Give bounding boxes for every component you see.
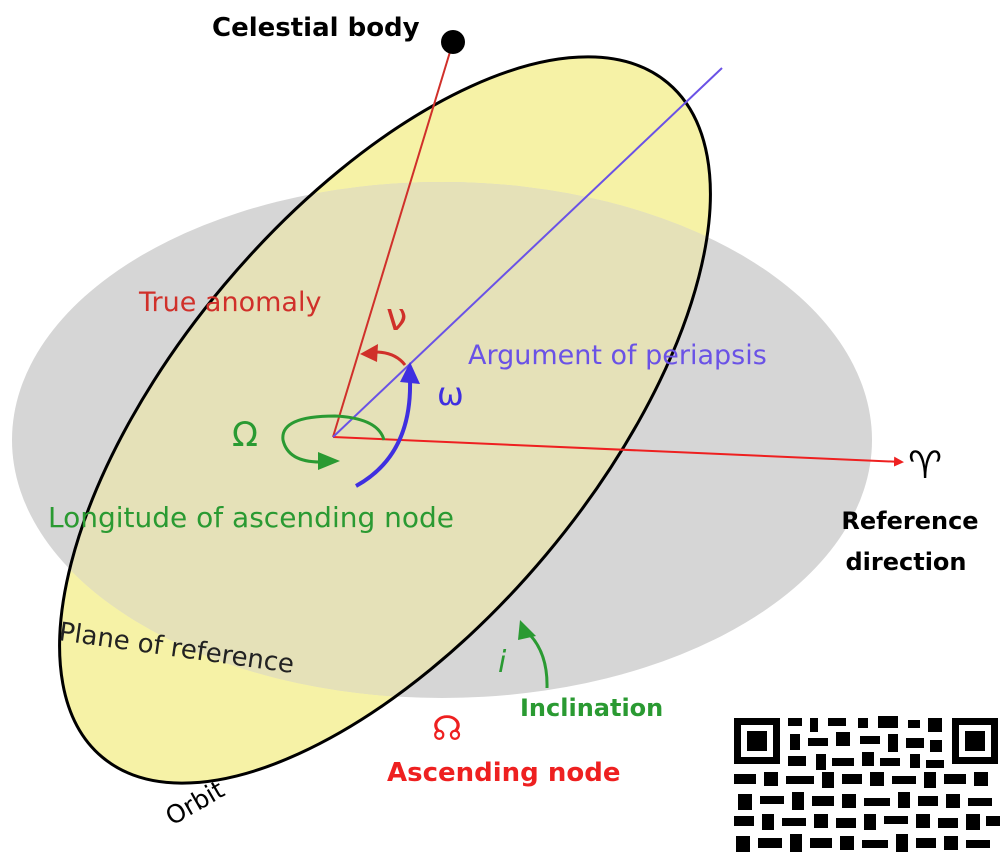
- inclination-symbol: i: [498, 645, 507, 680]
- longitude-ascending-node-arc: [281, 414, 386, 464]
- longitude-ascending-node-label: Longitude of ascending node: [48, 501, 454, 534]
- reference-direction-line: [332, 436, 904, 467]
- omega-symbol: ω: [437, 375, 464, 413]
- orbit-plane-overlap: [59, 182, 711, 698]
- ascending-node-label: Ascending node: [387, 758, 620, 788]
- inclination-label: Inclination: [520, 694, 663, 722]
- inclination-arrowhead: [518, 620, 536, 640]
- reference-direction-label-2: direction: [845, 548, 966, 576]
- celestial-body-dot: [441, 30, 465, 54]
- argument-of-periapsis-label: Argument of periapsis: [468, 340, 767, 371]
- ascending-node-symbol: ☊: [432, 709, 462, 749]
- true-anomaly-arc: [374, 350, 407, 366]
- aries-symbol: ♈: [908, 443, 942, 487]
- orbit-outline: [58, 55, 712, 785]
- true-anomaly-label: True anomaly: [138, 287, 321, 318]
- capital-omega-symbol: Ω: [232, 415, 258, 455]
- argument-of-periapsis-arc: [355, 379, 413, 488]
- qr-code: [728, 712, 1004, 859]
- nu-symbol: ν: [386, 295, 407, 339]
- true-anomaly-arrowhead: [360, 344, 378, 362]
- reference-direction-label-1: Reference: [841, 507, 978, 535]
- periapsis-line: [332, 67, 723, 438]
- true-anomaly-line: [332, 41, 454, 438]
- longitude-ascending-node-arrowhead: [318, 452, 340, 470]
- celestial-body-label: Celestial body: [212, 13, 420, 43]
- argument-of-periapsis-arrowhead: [400, 362, 420, 384]
